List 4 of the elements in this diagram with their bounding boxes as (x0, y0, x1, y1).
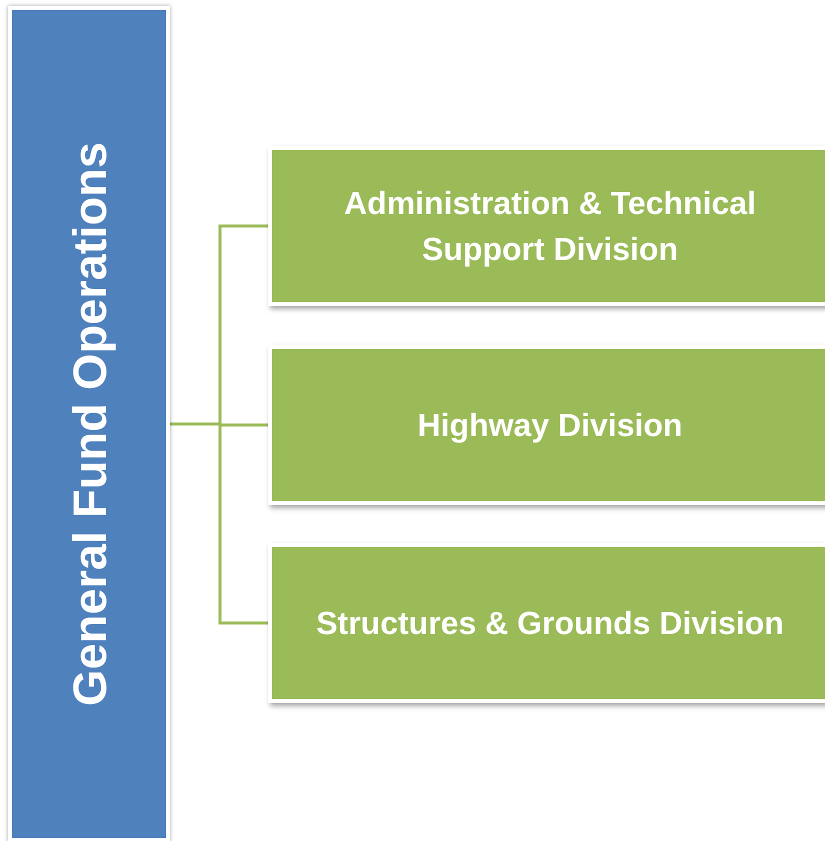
division-label: Highway Division (418, 406, 682, 445)
division-label: Structures & Grounds Division (316, 604, 784, 643)
division-label: Administration & Technical Support Division (343, 184, 757, 269)
connector-line (170, 422, 268, 624)
